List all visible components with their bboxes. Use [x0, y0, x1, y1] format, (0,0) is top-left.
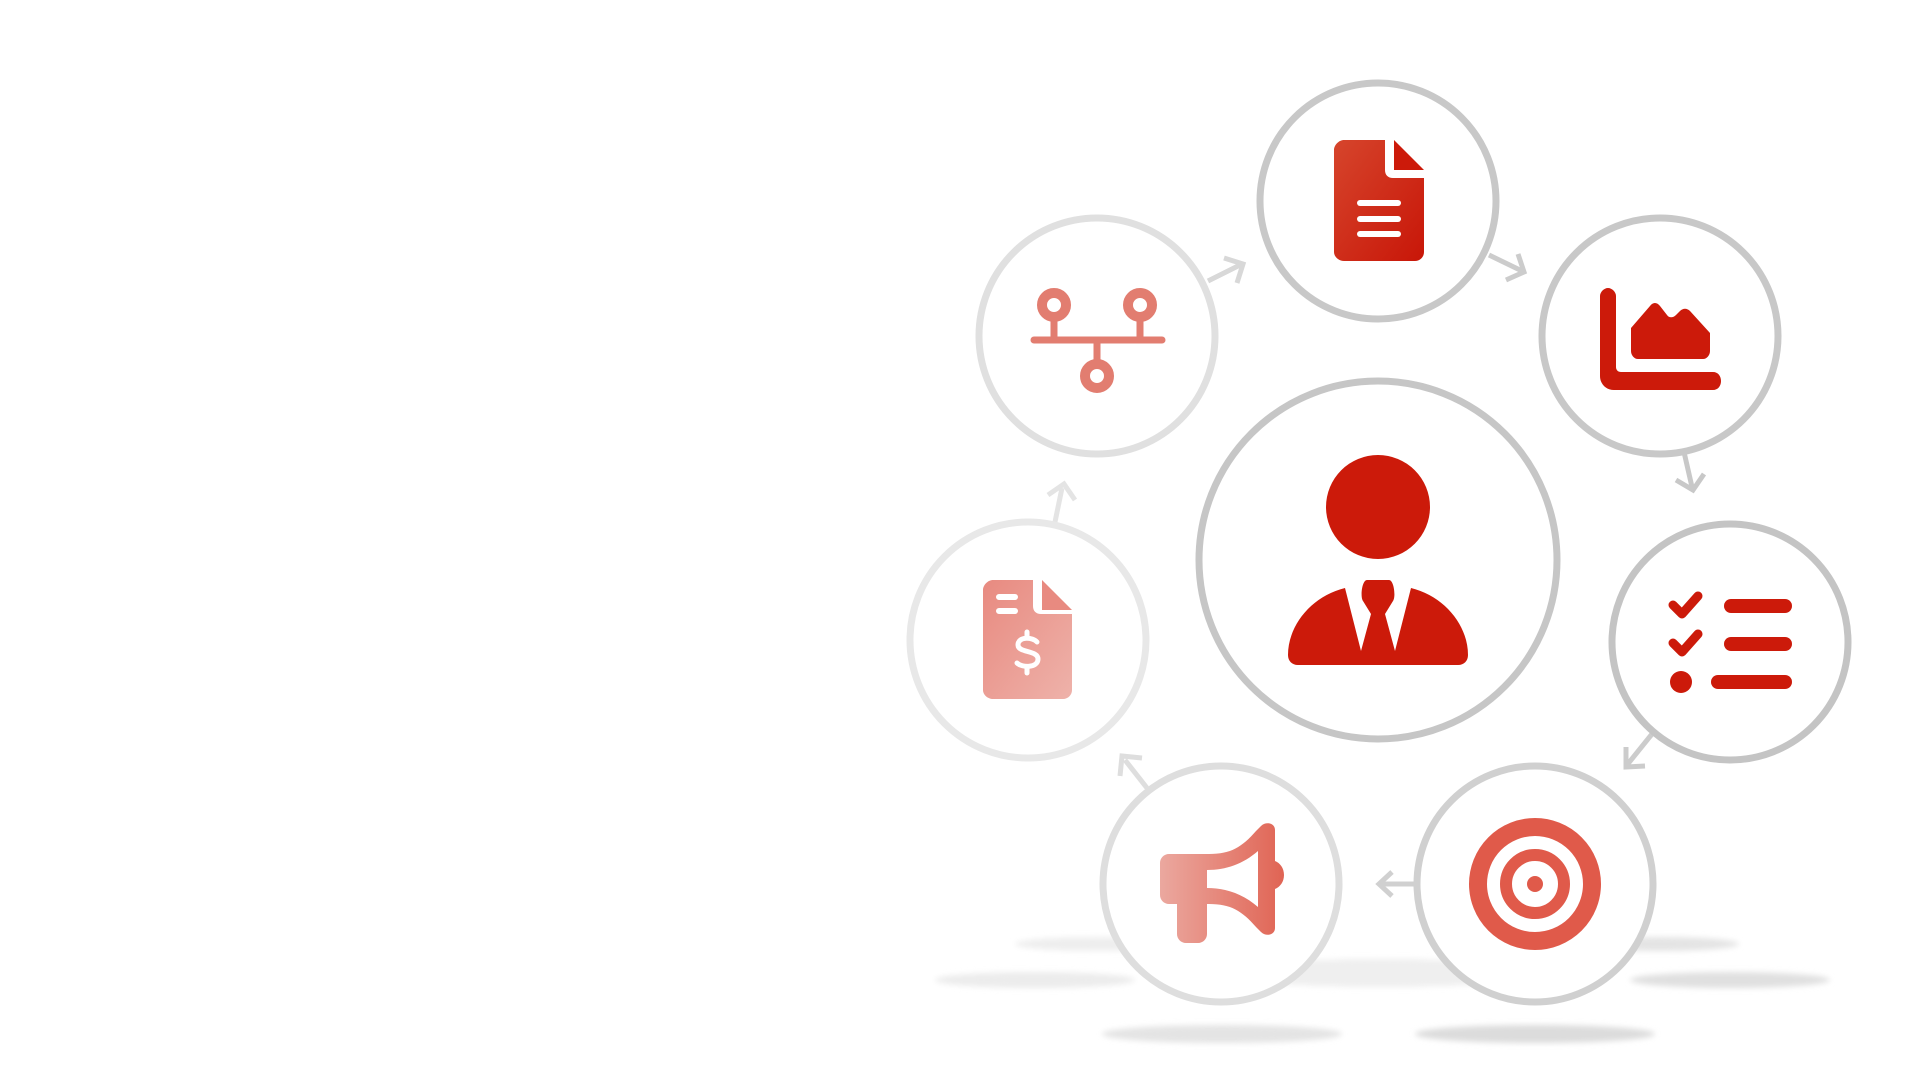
- invoice-icon: [983, 580, 1072, 699]
- node-ring: [1099, 762, 1343, 1006]
- arrow-invoice-to-network: [1046, 480, 1078, 523]
- arrow-network-to-document: [1206, 255, 1247, 284]
- arrow-document-to-chart: [1487, 252, 1528, 283]
- arrow-checklist-to-target: [1623, 732, 1654, 770]
- flow-arrows: [1046, 252, 1707, 898]
- shadow: [935, 972, 1135, 988]
- shadow: [1415, 1025, 1655, 1043]
- area-chart-icon: [1600, 288, 1721, 390]
- center-node: [1195, 377, 1561, 743]
- cycle-node-area-chart: [1538, 214, 1782, 458]
- arrow-target-to-megaphone: [1375, 870, 1415, 898]
- cycle-node-megaphone: [1099, 762, 1343, 1006]
- cycle-node-checklist: [1608, 520, 1852, 764]
- node-ring: [975, 214, 1219, 458]
- shadow: [1102, 1025, 1342, 1043]
- cycle-node-target: [1413, 762, 1657, 1006]
- arrow-chart-to-checklist: [1674, 451, 1707, 494]
- checklist-icon: [1668, 591, 1792, 693]
- ground-shadows: [935, 937, 1830, 1043]
- megaphone-icon: [1160, 823, 1284, 943]
- document-icon: [1334, 140, 1424, 261]
- shadow: [1630, 972, 1830, 988]
- center-node-ring: [1195, 377, 1561, 743]
- person-icon: [1288, 455, 1468, 665]
- network-icon: [1030, 288, 1166, 393]
- target-icon: [1469, 818, 1601, 950]
- cycle-node-network: [975, 214, 1219, 458]
- cycle-node-document: [1256, 79, 1500, 323]
- cycle-node-invoice: [906, 518, 1150, 762]
- arrow-megaphone-to-invoice: [1117, 753, 1149, 790]
